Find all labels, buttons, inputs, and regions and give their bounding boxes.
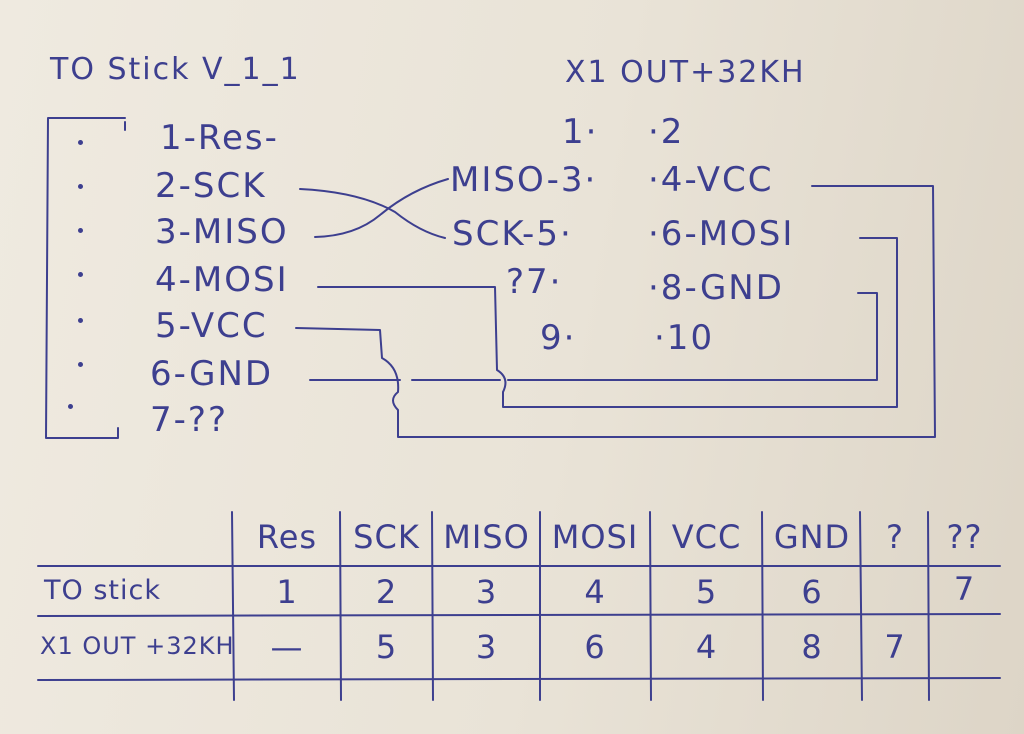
left-pin-label: 3-MISO — [155, 212, 289, 252]
table-cell: 1 — [276, 573, 298, 611]
left-pin-label: 5-VCC — [155, 306, 268, 346]
wire-mosi — [317, 237, 898, 408]
table-cell: 4 — [695, 628, 718, 666]
table-cell: 6 — [801, 573, 823, 611]
table-header-gnd: GND — [773, 518, 851, 556]
left-pin-label: 4-MOSI — [155, 260, 289, 300]
left-pin-label: 1-Res- — [160, 118, 279, 158]
wire-vcc — [295, 185, 936, 438]
wire-miso — [314, 178, 449, 238]
right-pin-label: 1· — [562, 112, 599, 152]
table-cell: 6 — [584, 628, 606, 666]
table-cell: 3 — [475, 573, 498, 611]
table-cell: — — [270, 628, 304, 666]
table-header-sck: SCK — [353, 518, 420, 556]
table-header-vcc: VCC — [671, 518, 742, 556]
table-cell: 8 — [801, 628, 823, 666]
right-pin-label: ·6-MOSI — [648, 214, 795, 254]
left-pin-dot — [78, 184, 83, 189]
table-cell: 5 — [375, 628, 398, 666]
left-connector-outline — [45, 117, 126, 439]
left-pin-dot — [78, 228, 83, 233]
table-row-label: TO stick — [44, 575, 161, 606]
left-pin-dot — [78, 362, 83, 367]
wire-gnd — [309, 292, 878, 381]
table-cell: 7 — [884, 628, 906, 666]
right-pin-label: ·10 — [654, 318, 715, 358]
left-pin-label: 7-?? — [150, 400, 228, 440]
right-pin-label: ·4-VCC — [648, 160, 774, 200]
right-pin-label: 9· — [540, 318, 577, 358]
table-header-res: Res — [256, 518, 318, 556]
table-grid — [37, 511, 1001, 701]
right-pin-label: ·8-GND — [648, 268, 784, 308]
table-cell: 2 — [375, 573, 398, 611]
right-pin-label: ·2 — [648, 112, 685, 152]
table-header-mosi: MOSI — [551, 518, 639, 556]
left-pin-label: 2-SCK — [155, 166, 267, 206]
table-header-unknown: ? — [886, 518, 904, 556]
right-pin-label: MISO-3· — [450, 160, 598, 200]
left-pin-dot — [78, 272, 83, 277]
table-cell: 5 — [695, 573, 718, 611]
table-header-unknown2: ?? — [946, 518, 983, 556]
left-pin-label: 6-GND — [150, 354, 274, 394]
left-connector-title: TO Stick V_1_1 — [50, 52, 301, 87]
right-pin-label: SCK-5· — [452, 214, 573, 254]
table-row-label: X1 OUT +32KH — [40, 632, 235, 660]
table-cell: 4 — [584, 573, 606, 611]
table-header-miso: MISO — [443, 518, 530, 556]
table-cell: 7 — [953, 570, 976, 608]
left-pin-dot — [68, 404, 73, 409]
left-pin-dot — [78, 140, 83, 145]
table-cell: 3 — [475, 628, 498, 666]
right-pin-label: ?7· — [506, 262, 563, 302]
right-connector-title: X1 OUT+32KH — [565, 55, 806, 90]
left-pin-dot — [78, 318, 83, 323]
wire-sck — [299, 188, 446, 239]
